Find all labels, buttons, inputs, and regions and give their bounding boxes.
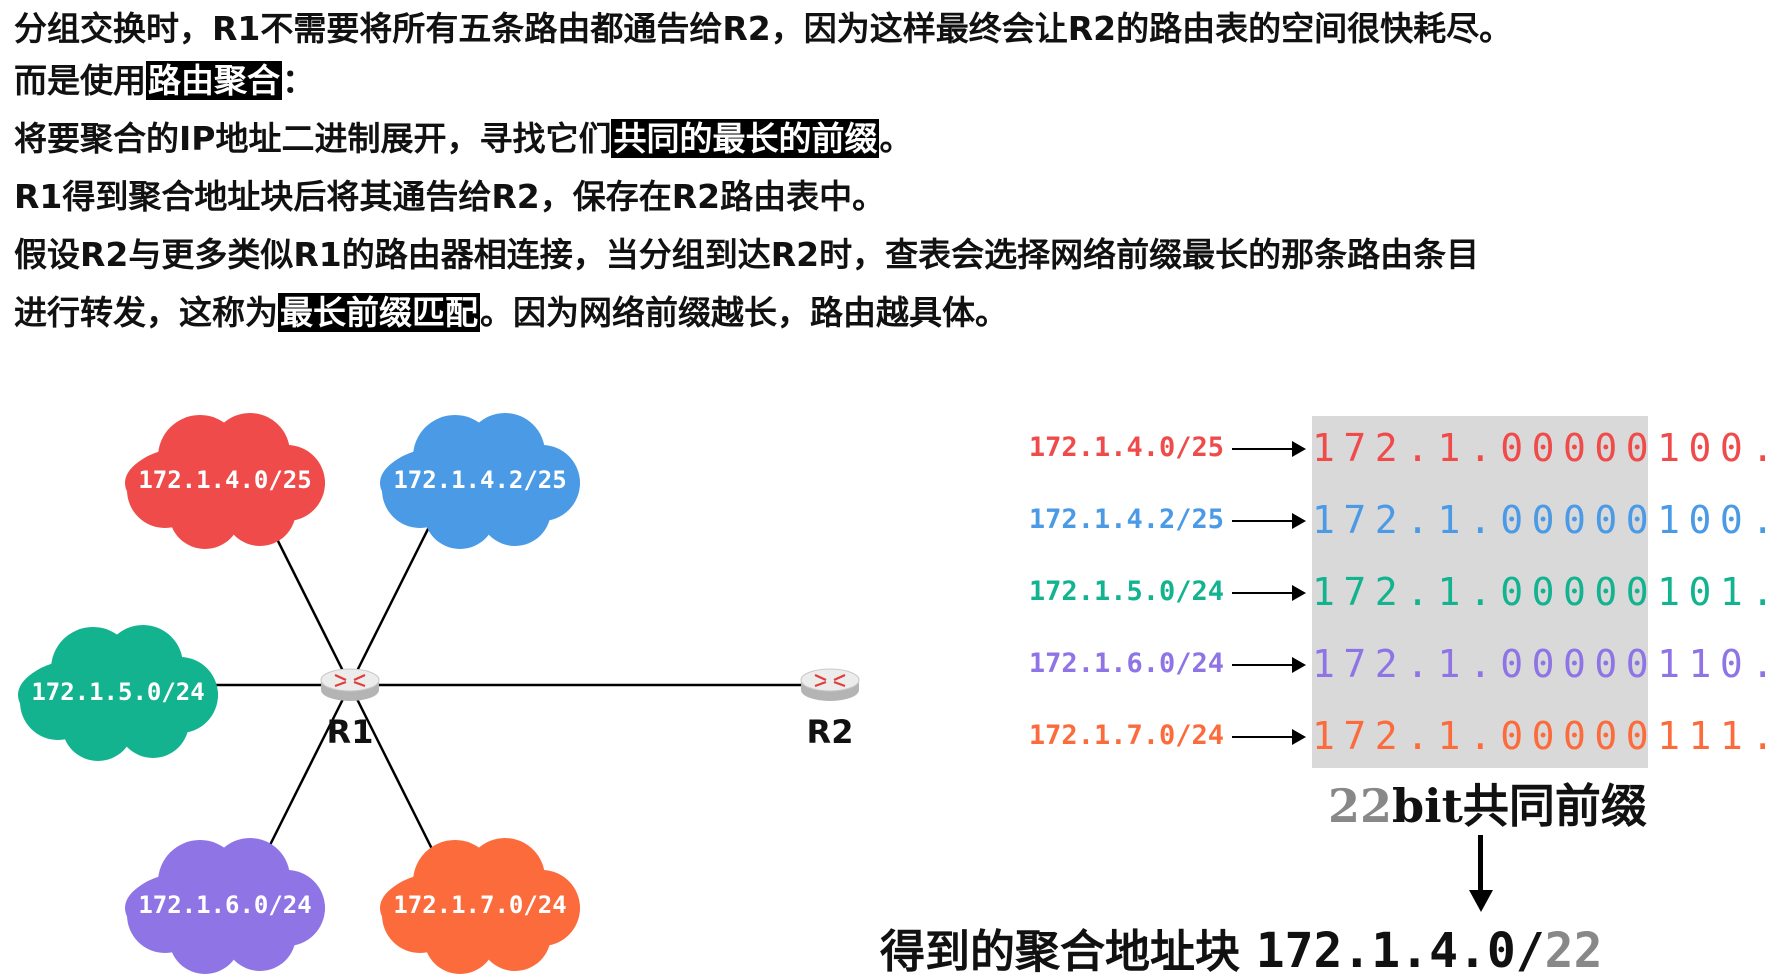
aggregated-block: 得到的聚合地址块 172.1.4.0/22 bbox=[880, 915, 1602, 980]
cloud-network-3: 172.1.5.0/24 bbox=[18, 625, 218, 761]
aggregated-prefix-length: 22 bbox=[1544, 923, 1603, 979]
cloud-network-5: 172.1.7.0/24 bbox=[380, 838, 580, 974]
common-prefix-highlight bbox=[1312, 416, 1648, 768]
arrow-down-head-icon bbox=[1469, 890, 1493, 912]
row-5-address: 172.1.7.0/24 bbox=[1028, 720, 1224, 751]
text-line-6-pre: 进行转发，这称为 bbox=[14, 293, 278, 332]
router-r2: R2 bbox=[800, 668, 860, 751]
common-prefix-text: bit共同前缀 bbox=[1392, 779, 1647, 833]
arrow-right-icon bbox=[1232, 441, 1306, 457]
text-line-3: 将要聚合的IP地址二进制展开，寻找它们共同的最长的前缀。 bbox=[14, 110, 912, 168]
cloud-network-4: 172.1.6.0/24 bbox=[125, 838, 325, 974]
router-icon bbox=[320, 668, 380, 701]
row-4-address: 172.1.6.0/24 bbox=[1028, 648, 1224, 679]
row-3-address: 172.1.5.0/24 bbox=[1028, 576, 1224, 607]
aggregated-block-address: 172.1.4.0/22 bbox=[1256, 923, 1603, 979]
router-r2-label: R2 bbox=[807, 713, 854, 751]
cloud-network-1: 172.1.4.0/25 bbox=[125, 413, 325, 549]
highlight-longest-common-prefix: 共同的最长的前缀 bbox=[611, 119, 880, 158]
cloud-network-2: 172.1.4.2/25 bbox=[380, 413, 580, 549]
common-prefix-caption: 22bit共同前缀 bbox=[1328, 770, 1647, 836]
arrow-right-icon bbox=[1232, 585, 1306, 601]
router-r1-label: R1 bbox=[327, 713, 374, 751]
row-1-address: 172.1.4.0/25 bbox=[1028, 432, 1224, 463]
highlight-route-aggregation: 路由聚合 bbox=[146, 61, 282, 100]
aggregated-address-base: 172.1.4.0/ bbox=[1255, 923, 1545, 979]
cloud-2-label: 172.1.4.2/25 bbox=[393, 466, 566, 494]
cloud-4-label: 172.1.6.0/24 bbox=[138, 891, 311, 919]
text-line-6: 进行转发，这称为最长前缀匹配。因为网络前缀越长，路由越具体。 bbox=[14, 284, 1008, 342]
text-line-2-post: ： bbox=[282, 61, 315, 100]
row-5-binary: 172.1.00000111.0 bbox=[1312, 714, 1778, 758]
text-line-3-pre: 将要聚合的IP地址二进制展开，寻找它们 bbox=[14, 119, 612, 158]
text-line-3-post: 。 bbox=[879, 119, 913, 158]
text-line-6-post: 。因为网络前缀越长，路由越具体。 bbox=[480, 293, 1008, 332]
arrow-right-icon bbox=[1232, 513, 1306, 529]
highlight-longest-prefix-match: 最长前缀匹配 bbox=[278, 293, 480, 332]
router-icon bbox=[800, 668, 860, 701]
network-diagram: 172.1.4.0/25 172.1.4.2/25 172.1.5.0/24 1… bbox=[18, 413, 860, 974]
cloud-1-label: 172.1.4.0/25 bbox=[138, 466, 311, 494]
aggregated-block-label: 得到的聚合地址块 bbox=[880, 925, 1241, 978]
arrow-down-icon bbox=[1478, 835, 1483, 895]
cloud-5-label: 172.1.7.0/24 bbox=[393, 891, 566, 919]
link-r1-cloud-4 bbox=[253, 684, 352, 876]
row-2-binary: 172.1.00000100.2 bbox=[1312, 498, 1778, 542]
router-r1: R1 bbox=[320, 668, 380, 751]
arrow-right-icon bbox=[1232, 657, 1306, 673]
row-2-address: 172.1.4.2/25 bbox=[1028, 504, 1224, 535]
text-line-4: R1得到聚合地址块后将其通告给R2，保存在R2路由表中。 bbox=[14, 177, 886, 216]
text-line-2: 而是使用路由聚合： bbox=[14, 52, 315, 110]
row-4-binary: 172.1.00000110.0 bbox=[1312, 642, 1778, 686]
text-line-5: 假设R2与更多类似R1的路由器相连接，当分组到达R2时，查表会选择网络前缀最长的… bbox=[14, 235, 1480, 274]
arrow-right-icon bbox=[1232, 729, 1306, 745]
link-r1-cloud-5 bbox=[348, 684, 447, 876]
text-line-2-pre: 而是使用 bbox=[14, 61, 146, 100]
row-1-binary: 172.1.00000100.0 bbox=[1312, 426, 1778, 470]
common-prefix-bits: 22 bbox=[1328, 779, 1393, 833]
row-3-binary: 172.1.00000101.0 bbox=[1312, 570, 1778, 614]
cloud-3-label: 172.1.5.0/24 bbox=[31, 678, 204, 706]
text-line-1: 分组交换时，R1不需要将所有五条路由都通告给R2，因为这样最终会让R2的路由表的… bbox=[14, 9, 1513, 48]
